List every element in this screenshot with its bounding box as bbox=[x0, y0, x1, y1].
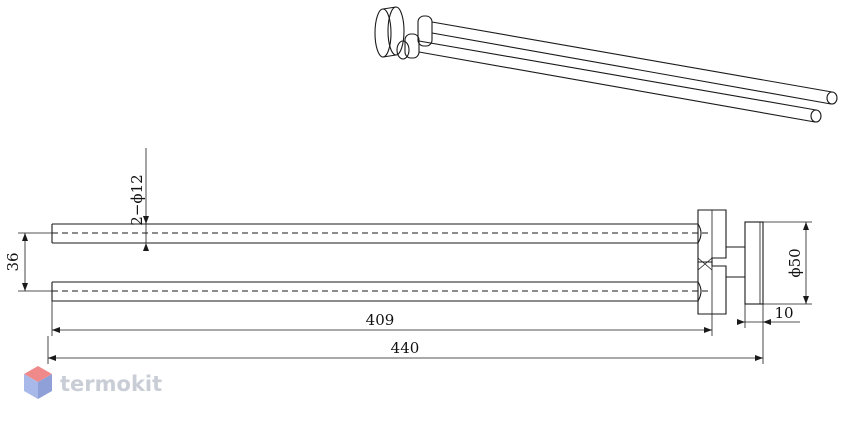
dim-36-arrow-top bbox=[22, 233, 28, 241]
side-view bbox=[51, 209, 764, 315]
dim-409-arrow-right bbox=[704, 327, 712, 333]
dim-409-arrow-left bbox=[52, 327, 60, 333]
brand-name: termokit bbox=[60, 372, 162, 396]
bar-break bbox=[697, 223, 702, 302]
side-bar-lower bbox=[51, 281, 698, 302]
hex-right bbox=[38, 374, 52, 399]
neck bbox=[726, 246, 745, 278]
dim-flange-depth: 10 bbox=[774, 304, 793, 322]
joint-cap bbox=[396, 40, 410, 60]
dim-bar-spacing: 36 bbox=[4, 252, 22, 271]
side-flange bbox=[744, 221, 764, 305]
dim-flange-diameter: ϕ50 bbox=[786, 248, 804, 277]
dim-overall-length: 440 bbox=[391, 339, 420, 357]
bar-upper-end bbox=[826, 91, 838, 105]
joint-notch bbox=[697, 257, 713, 271]
flange-face bbox=[387, 6, 405, 56]
dim-50-arrow-top bbox=[803, 222, 809, 230]
dia-arrow-top bbox=[143, 216, 149, 224]
hex-left bbox=[24, 374, 38, 399]
dimension-lines bbox=[18, 148, 812, 364]
swivel-joint-lower bbox=[404, 33, 420, 59]
bar-lower-end bbox=[810, 109, 822, 123]
dim-10-arrow-right bbox=[763, 319, 771, 325]
dim-36-arrow-bottom bbox=[22, 283, 28, 291]
dia-arrow-bottom bbox=[143, 243, 149, 251]
side-bar-upper bbox=[51, 223, 698, 244]
swivel-joint-upper bbox=[417, 15, 433, 47]
brand-watermark: termokit bbox=[24, 366, 162, 399]
dim-440-arrow-left bbox=[48, 355, 56, 361]
brand-hexagon-icon bbox=[24, 366, 52, 399]
product-perspective-view bbox=[374, 6, 838, 123]
bar-upper bbox=[431, 21, 833, 105]
dim-50-arrow-bottom bbox=[803, 296, 809, 304]
flange-edge bbox=[382, 6, 397, 58]
dim-bar-length: 409 bbox=[366, 311, 395, 329]
dim-440-arrow-right bbox=[755, 355, 763, 361]
bar-lower bbox=[418, 40, 817, 123]
joint-block-lower bbox=[697, 261, 727, 315]
dim-bar-diameter: 2−ϕ12 bbox=[128, 174, 146, 225]
dim-10-arrow-left bbox=[737, 319, 745, 325]
wall-flange bbox=[374, 8, 392, 58]
